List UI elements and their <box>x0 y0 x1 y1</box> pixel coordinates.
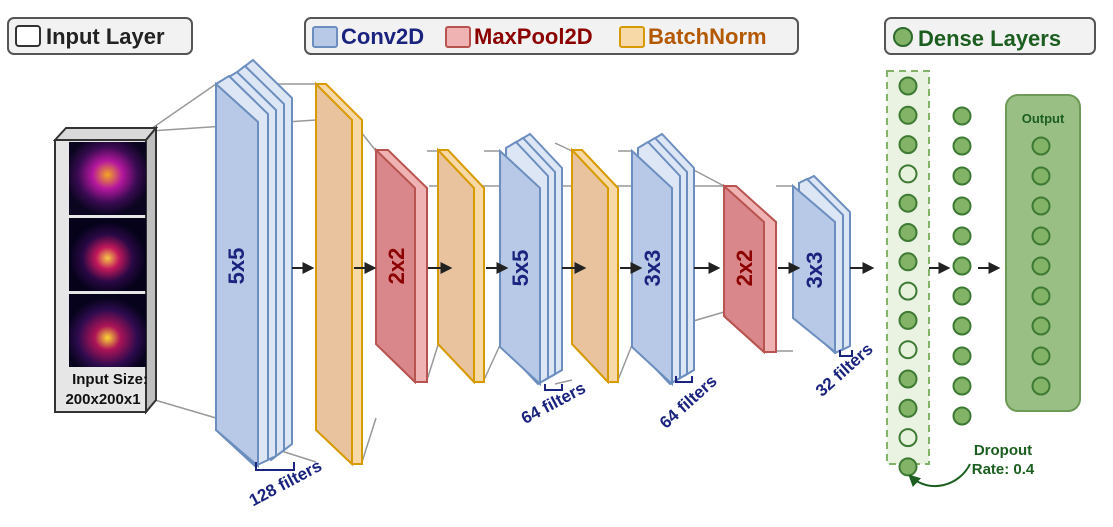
conv1-block: 5x5 <box>215 58 293 469</box>
output-node <box>1031 316 1051 336</box>
input-sample-image-3 <box>69 294 146 367</box>
conv3-kernel-label: 3x3 <box>640 250 665 287</box>
conv1-kernel-label: 5x5 <box>224 248 249 285</box>
pool2-kernel-label: 2x2 <box>732 250 757 287</box>
legend-dense-label: Dense Layers <box>918 26 1061 51</box>
pool-swatch-icon <box>445 26 471 48</box>
dense1-node <box>898 76 918 96</box>
legend-layer-types: Conv2D MaxPool2D BatchNorm <box>304 17 799 55</box>
dense1-dropped-node <box>898 340 918 360</box>
dense2-node <box>952 376 972 396</box>
dense2-node <box>952 286 972 306</box>
dense2-node <box>952 226 972 246</box>
legend-input-layer: Input Layer <box>7 17 193 55</box>
input-image-stack: Input Size: 200x200x1 <box>52 125 159 415</box>
dropout-label-line2: Rate: 0.4 <box>972 461 1035 478</box>
dense2-node <box>952 406 972 426</box>
batchnorm3-block <box>571 147 619 385</box>
dropout-pointer-arrow-icon <box>908 463 971 488</box>
dense1-node <box>898 457 918 477</box>
dense2-node <box>952 256 972 276</box>
conv4-kernel-label: 3x3 <box>802 252 827 289</box>
conv2-kernel-label: 5x5 <box>508 250 533 287</box>
filter-annotations <box>255 350 853 471</box>
legend-input-label: Input Layer <box>46 24 165 49</box>
input-size-label: Input Size: <box>72 371 148 388</box>
output-node <box>1031 286 1051 306</box>
output-node <box>1031 256 1051 276</box>
maxpool2-block: 2x2 <box>723 183 777 355</box>
input-size-value: 200x200x1 <box>65 391 140 408</box>
dense1-node <box>898 193 918 213</box>
legend-bn-label: BatchNorm <box>648 24 767 49</box>
dense-layer-1 <box>886 70 930 477</box>
output-node <box>1031 196 1051 216</box>
pool1-kernel-label: 2x2 <box>384 248 409 285</box>
dense1-node <box>898 369 918 389</box>
output-node <box>1031 376 1051 396</box>
dropout-label-line1: Dropout <box>974 442 1032 459</box>
output-label: Output <box>1022 111 1065 126</box>
dense1-dropped-node <box>898 164 918 184</box>
batchnorm1-block <box>315 81 363 467</box>
input-sample-image-2 <box>69 218 146 291</box>
dense2-node <box>952 166 972 186</box>
dense2-node <box>952 196 972 216</box>
conv-swatch-icon <box>312 26 338 48</box>
dense2-node <box>952 136 972 156</box>
batchnorm2-block <box>437 147 485 385</box>
dense1-node <box>898 398 918 418</box>
output-node <box>1031 166 1051 186</box>
output-node <box>1031 226 1051 246</box>
dense2-node <box>952 346 972 366</box>
conv3-block: 3x3 <box>631 132 695 387</box>
dense1-node <box>898 223 918 242</box>
conv4-block: 3x3 <box>792 174 851 355</box>
output-node <box>1031 346 1051 366</box>
dense1-dropped-node <box>898 281 918 301</box>
legend-conv-label: Conv2D <box>341 24 424 49</box>
input-layer-swatch-icon <box>15 25 41 47</box>
dense1-node <box>898 135 918 155</box>
dense2-node <box>952 106 972 126</box>
dense1-dropped-node <box>898 428 918 448</box>
output-layer: Output <box>1005 94 1081 412</box>
bn-swatch-icon <box>619 26 645 48</box>
dense1-node <box>898 252 918 272</box>
legend-dense-layers: Dense Layers <box>884 17 1096 55</box>
output-node <box>1031 136 1051 156</box>
dense-node-swatch-icon <box>893 27 913 47</box>
dense-layer-2 <box>952 106 972 426</box>
input-sample-image-1 <box>69 142 146 215</box>
dense2-node <box>952 316 972 336</box>
conv2-block: 5x5 <box>499 132 563 387</box>
maxpool1-block: 2x2 <box>375 147 428 385</box>
conv2-filters-label: 64 filters <box>518 378 589 428</box>
legend-pool-label: MaxPool2D <box>474 24 593 49</box>
dense1-node <box>898 310 918 330</box>
dense1-node <box>898 105 918 125</box>
